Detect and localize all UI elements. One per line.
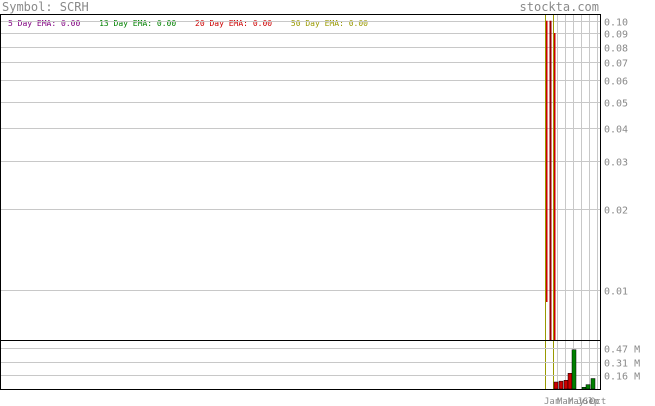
price-tick-label: 0.06	[604, 77, 628, 88]
x-tick-label: Oct	[590, 397, 606, 406]
volume-bar	[571, 349, 577, 390]
price-grid	[1, 15, 600, 390]
volume-bar	[553, 381, 559, 390]
legend-label: 20 Day EMA:	[195, 19, 248, 28]
legend-label: 5 Day EMA:	[8, 19, 57, 28]
x-tick-label: May	[568, 397, 585, 406]
price-marks	[545, 15, 556, 390]
x-tick-label: Mar	[557, 397, 574, 406]
legend-ema-50: 50 Day EMA: 0.00	[291, 19, 368, 28]
volume-bar	[558, 380, 564, 390]
legend-value: 0.00	[348, 19, 368, 28]
volume-tick-label: 0.47 M	[604, 345, 640, 356]
volume-grid	[1, 348, 600, 376]
x-tick-label: Sep	[583, 397, 599, 406]
legend-label: 13 Day EMA:	[99, 19, 153, 28]
price-tick-label: 0.02	[604, 206, 628, 217]
price-tick-label: 0.04	[604, 125, 628, 136]
volume-bar	[563, 380, 569, 390]
ema-legend: 5 Day EMA: 0.00 13 Day EMA: 0.00 20 Day …	[8, 19, 382, 28]
price-tick-label: 0.08	[604, 44, 628, 55]
legend-ema-5: 5 Day EMA: 0.00	[8, 19, 85, 28]
x-tick-label: Jan	[544, 397, 560, 406]
volume-tick-label: 0.16 M	[604, 372, 640, 383]
price-panel-frame	[0, 14, 601, 341]
volume-bar	[590, 378, 596, 390]
legend-value: 0.00	[156, 19, 177, 28]
price-axis-ticks: 0.100.09 0.08 0.07 0.06 0.05 0.04 0.03 0.02 0.01	[604, 18, 628, 298]
symbol-label: Symbol: SCRH	[2, 0, 89, 14]
volume-tick-label: 0.31 M	[604, 359, 640, 370]
price-tick-label: 0.03	[604, 158, 628, 169]
price-tick-label: 0.09	[604, 30, 628, 41]
legend-value: 0.00	[61, 19, 81, 28]
site-name: stockta.com	[519, 0, 599, 14]
volume-panel-frame	[0, 340, 601, 390]
legend-ema-13: 13 Day EMA: 0.00	[99, 19, 181, 28]
x-tick-label: Jul	[577, 397, 593, 406]
legend-value: 0.00	[252, 19, 273, 28]
volume-bar	[567, 373, 573, 390]
volume-bar	[585, 384, 591, 390]
price-tick-label: 0.07	[604, 59, 628, 70]
price-tick-label: 0.01	[604, 287, 628, 298]
volume-axis-ticks: 0.47 M 0.31 M 0.16 M	[604, 345, 640, 383]
legend-label: 50 Day EMA:	[290, 19, 344, 28]
legend-ema-20: 20 Day EMA: 0.00	[195, 19, 277, 28]
price-tick-label: 0.10	[604, 18, 628, 29]
volume-bar	[581, 387, 587, 390]
price-tick-label: 0.05	[604, 99, 628, 110]
volume-bars	[553, 349, 596, 390]
